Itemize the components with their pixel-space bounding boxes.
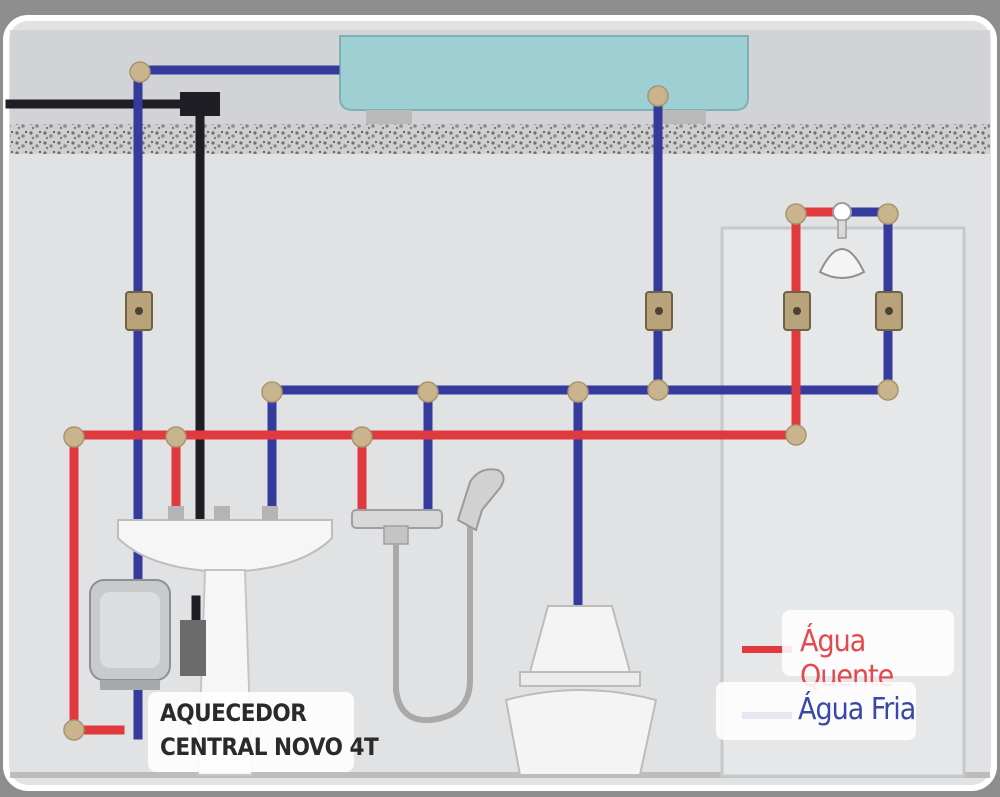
tank-foot-left — [366, 110, 412, 124]
legend-cold-label: Água Fria — [798, 692, 916, 727]
shower-head-icon — [818, 202, 866, 279]
gravel-slab — [10, 124, 990, 154]
legend-hot-swatch — [742, 646, 792, 653]
heater-label-line2: CENTRAL NOVO 4T — [160, 733, 379, 761]
tank-foot-right — [660, 110, 706, 124]
legend-cold: Água Fria — [716, 682, 916, 740]
floor-line — [10, 772, 990, 778]
pipe-fittings — [63, 61, 899, 741]
hand-shower — [351, 468, 505, 724]
gas-meter — [180, 92, 220, 116]
legend-hot: Água Quente — [782, 610, 954, 694]
toilet — [504, 605, 658, 776]
valve-marks — [135, 307, 893, 315]
heater-label: AQUECEDOR CENTRAL NOVO 4T — [148, 692, 379, 772]
water-heater — [89, 579, 171, 690]
water-tank — [339, 35, 749, 111]
heater-label-line1: AQUECEDOR — [160, 699, 307, 727]
frame-border — [3, 15, 997, 791]
